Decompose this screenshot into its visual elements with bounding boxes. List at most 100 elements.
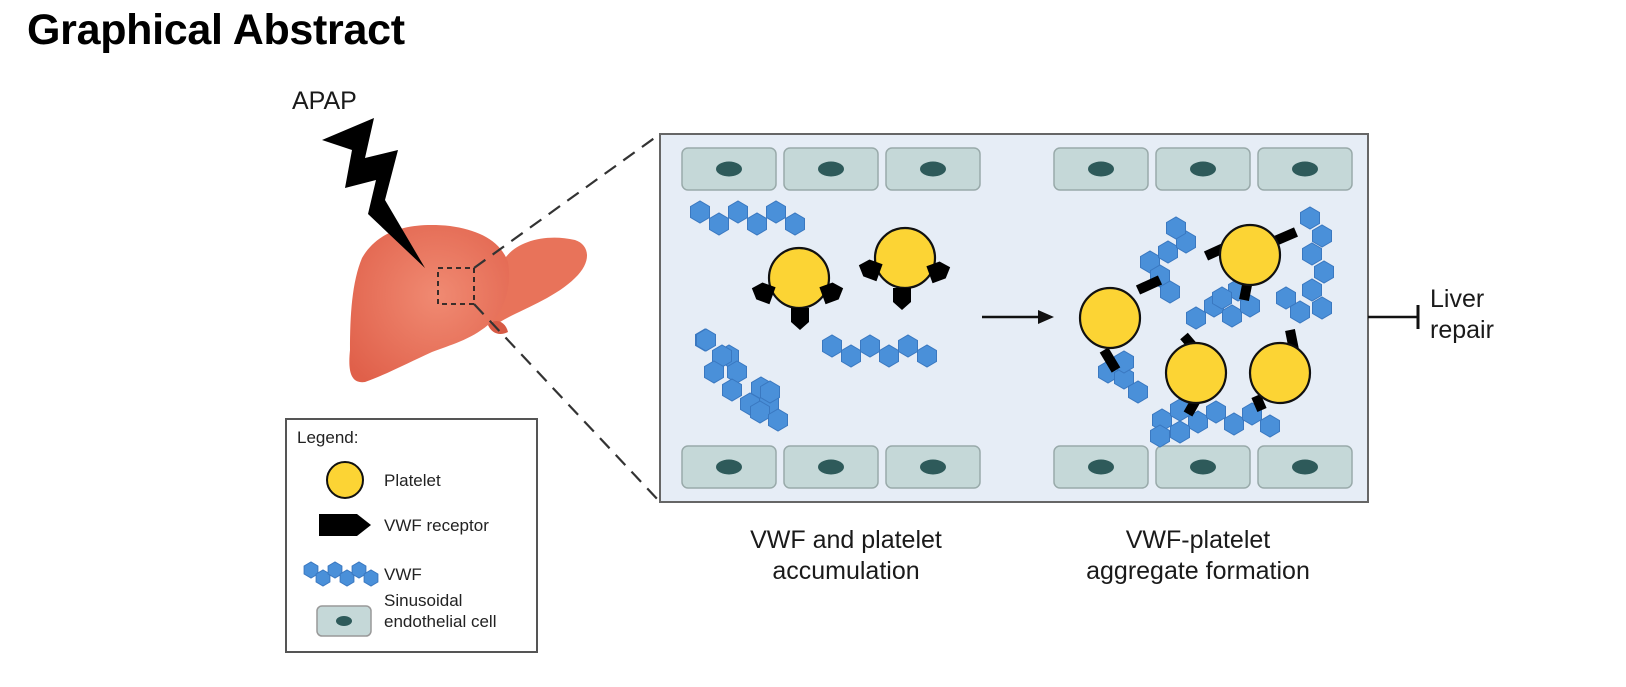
vwf-receptor-link xyxy=(1099,347,1121,373)
cell-nucleus xyxy=(1292,459,1318,475)
cell-nucleus xyxy=(716,459,742,475)
outcome-line2: repair xyxy=(1430,316,1494,344)
vwf-hexagon xyxy=(303,561,319,579)
vwf-hexagon xyxy=(351,561,367,579)
caption-accumulation-line2: accumulation xyxy=(772,557,920,585)
vwf-hexagon xyxy=(1260,414,1280,438)
platelet xyxy=(873,226,937,290)
page-title: Graphical Abstract xyxy=(27,6,405,54)
vwf-hexagon xyxy=(1186,306,1206,330)
outcome-line1: Liver xyxy=(1430,285,1485,313)
vwf-receptor-shape xyxy=(893,288,911,310)
vwf-hexagon xyxy=(1128,380,1148,404)
cell-nucleus xyxy=(1190,459,1216,475)
vwf-hexagon xyxy=(1302,242,1322,266)
outcome-label: Liver repair xyxy=(1430,284,1494,346)
vwf-hexagon xyxy=(363,569,379,587)
cell-nucleus xyxy=(1088,161,1114,177)
vwf-receptor-link xyxy=(1251,394,1267,412)
vwf-hexagon xyxy=(690,200,710,224)
endothelial-cells xyxy=(681,147,1353,489)
vwf-hexagon xyxy=(841,344,861,368)
vwf-hexagon xyxy=(1302,278,1322,302)
vwf-hexagon xyxy=(750,400,770,424)
legend-label-vwf: VWF xyxy=(384,565,422,584)
vwf-hexagon xyxy=(768,408,788,432)
cell-nucleus xyxy=(716,161,742,177)
vwf-hexagon xyxy=(1166,216,1186,240)
vwf-receptor xyxy=(791,308,809,330)
vwf-hexagon xyxy=(1312,296,1332,320)
vwf-hexagon xyxy=(728,200,748,224)
legend-item-platelet: Platelet xyxy=(287,458,536,499)
vwf-receptor xyxy=(751,282,776,305)
vwf-hexagon xyxy=(709,212,729,236)
vwf-icon xyxy=(303,561,379,587)
platelet xyxy=(1164,341,1228,405)
zoom-line-top xyxy=(473,133,661,269)
platelet xyxy=(1218,223,1282,287)
vwf-hexagon xyxy=(1240,294,1260,318)
vwf-hexagon xyxy=(917,344,937,368)
vwf-receptor xyxy=(819,282,844,305)
vwf-hexagon xyxy=(879,344,899,368)
vwf-receptor-shape xyxy=(751,282,776,305)
cell-nucleus xyxy=(920,459,946,475)
caption-accumulation-line1: VWF and platelet xyxy=(750,526,942,554)
endothelial-cell-icon xyxy=(316,605,372,637)
vwf-hexagon xyxy=(785,212,805,236)
liver-illustration xyxy=(349,225,588,383)
zoom-region-box xyxy=(437,267,475,305)
vwf-hexagon xyxy=(1158,240,1178,264)
vwf-hexagon xyxy=(860,334,880,358)
cell-nucleus xyxy=(818,459,844,475)
vwf-hexagon xyxy=(1114,350,1134,374)
vwf-hexagon xyxy=(1314,260,1334,284)
vwf-hexagon xyxy=(1150,424,1170,448)
platelet xyxy=(1078,286,1142,350)
legend-label-vwf-receptor: VWF receptor xyxy=(384,516,489,535)
inhibition-arrow xyxy=(1368,305,1420,329)
cell-nucleus xyxy=(818,161,844,177)
legend-label-endothelial-line2: endothelial cell xyxy=(384,612,497,631)
vwf-hexagon xyxy=(1212,286,1232,310)
vwf-receptor-shape xyxy=(819,282,844,305)
vwf-hexagon xyxy=(760,380,780,404)
legend-label-endothelial-line1: Sinusoidal xyxy=(384,591,463,610)
vwf-hexagon xyxy=(1114,366,1134,390)
vwf-hexagon xyxy=(822,334,842,358)
legend-item-vwf-receptor: VWF receptor xyxy=(287,510,536,550)
platelet xyxy=(767,246,831,310)
vwf-hexagon xyxy=(1222,304,1242,328)
vwf-hexagon xyxy=(1160,280,1180,304)
vwf-receptor-shape xyxy=(791,308,809,330)
vwf-hexagon xyxy=(704,360,724,384)
vwf-receptor-shape xyxy=(926,261,951,284)
vwf-hexagon xyxy=(1300,206,1320,230)
caption-aggregate-line2: aggregate formation xyxy=(1086,557,1310,585)
vwf-hexagon xyxy=(1312,224,1332,248)
cell-nucleus xyxy=(1088,459,1114,475)
cell-nucleus xyxy=(920,161,946,177)
cell-nucleus xyxy=(1292,161,1318,177)
vwf-hexagon xyxy=(696,328,716,352)
lightning-bolt-icon xyxy=(322,118,425,268)
vwf-hexagon xyxy=(327,561,343,579)
platelet-icon xyxy=(326,461,364,499)
legend-item-endothelial-cell: Sinusoidal endothelial cell xyxy=(287,591,536,640)
vwf-receptor-link xyxy=(1135,275,1163,295)
caption-accumulation: VWF and platelet accumulation xyxy=(706,525,986,587)
vwf-hexagon xyxy=(1224,412,1244,436)
vwf-receptor-icon xyxy=(319,514,371,536)
vwf-hexagon xyxy=(722,378,742,402)
legend-title: Legend: xyxy=(297,428,359,447)
vwf-receptor xyxy=(893,288,911,310)
vwf-hexagon xyxy=(898,334,918,358)
cell-nucleus xyxy=(1190,161,1216,177)
platelets xyxy=(751,223,1312,405)
legend-item-vwf: VWF xyxy=(287,556,536,596)
legend-label-endothelial-cell: Sinusoidal endothelial cell xyxy=(384,590,496,632)
platelet xyxy=(1248,341,1312,405)
vwf-hexagon xyxy=(1206,400,1226,424)
